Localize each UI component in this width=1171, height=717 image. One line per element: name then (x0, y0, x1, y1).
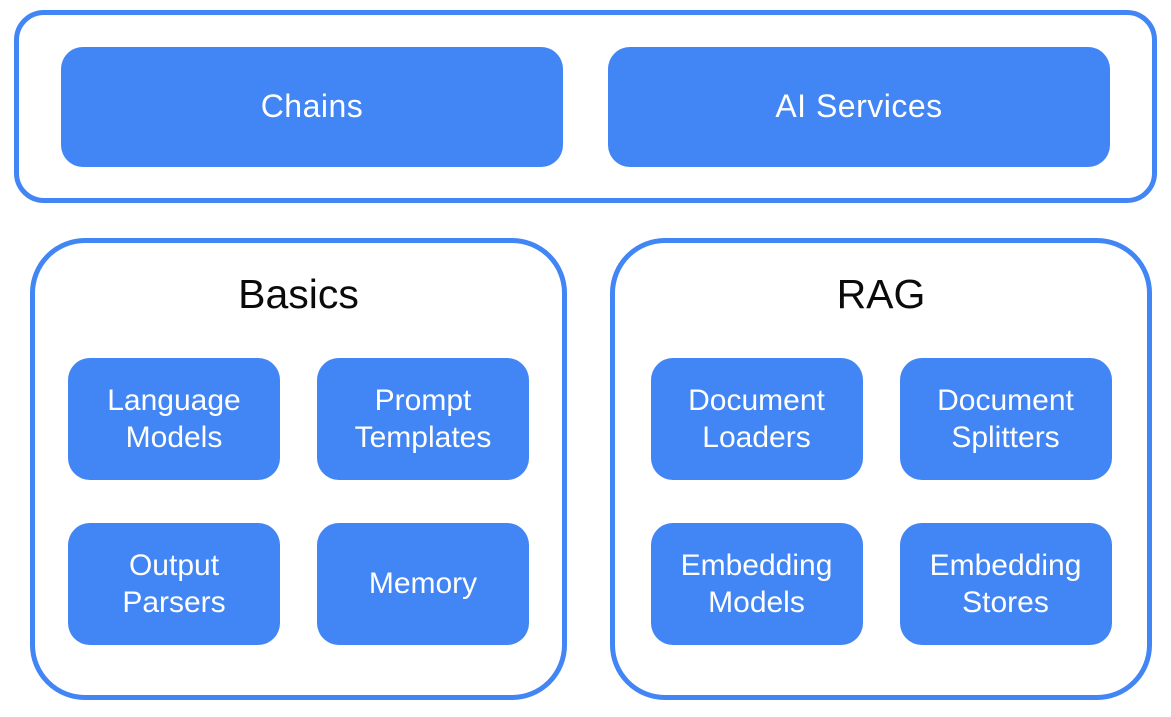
node-embedding-stores: Embedding Stores (899, 523, 1112, 646)
node-output-parsers: Output Parsers (68, 523, 280, 646)
rag-grid: Document Loaders Document Splitters Embe… (650, 358, 1112, 646)
node-ai-services: AI Services (608, 46, 1110, 167)
node-embedding-models: Embedding Models (650, 523, 863, 646)
node-chains: Chains (61, 46, 563, 167)
rag-group: RAG Document Loaders Document Splitters … (610, 238, 1152, 700)
basics-grid: Language Models Prompt Templates Output … (68, 358, 529, 646)
node-language-models: Language Models (68, 358, 280, 481)
node-memory: Memory (317, 523, 529, 646)
node-document-splitters: Document Splitters (899, 358, 1112, 481)
basics-group-title: Basics (238, 271, 359, 317)
rag-group-title: RAG (836, 271, 926, 317)
node-prompt-templates: Prompt Templates (317, 358, 529, 481)
node-document-loaders: Document Loaders (650, 358, 863, 481)
basics-group: Basics Language Models Prompt Templates … (30, 238, 567, 700)
top-level-group: Chains AI Services (14, 10, 1157, 203)
